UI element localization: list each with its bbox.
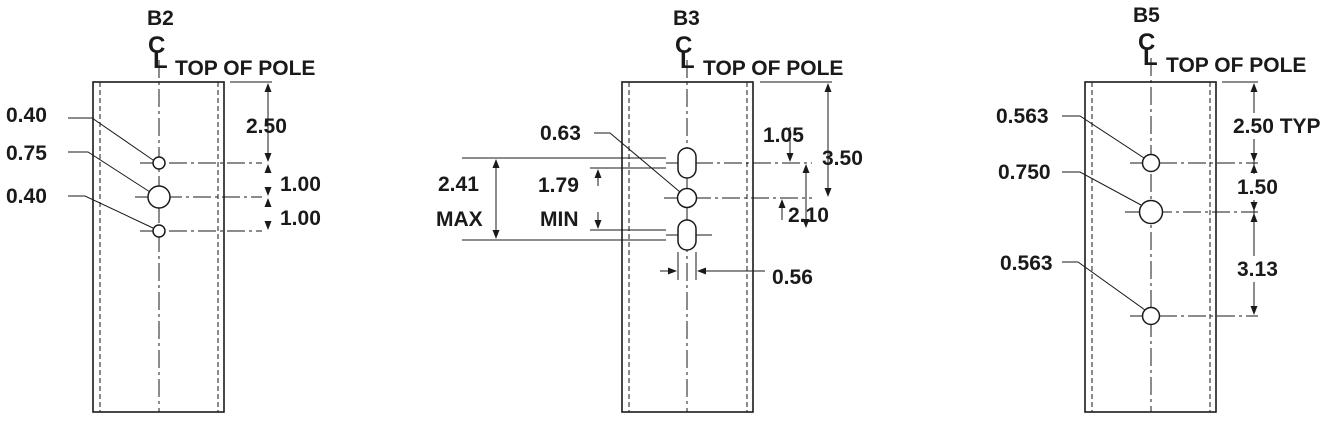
diagram-b2: B2 C L TOP OF POLE 2.50 1.00 1.00 0.40 0… (6, 7, 321, 413)
b2-hole (152, 156, 166, 170)
b2-leader-line (68, 151, 151, 193)
b3-dimension: 2.10 (788, 204, 829, 227)
b5-dim-text-gap (1236, 256, 1272, 282)
b3-arrowhead (786, 153, 794, 162)
b5-dimension: 1.50 (1237, 176, 1278, 199)
b5-hole (1138, 199, 1164, 225)
b5-arrowhead (1250, 306, 1258, 315)
b2-hole (152, 224, 166, 238)
b5-arrowhead (1250, 164, 1258, 173)
b3-arrowhead (594, 169, 602, 178)
b2-arrowhead (264, 198, 272, 207)
b3-hole (676, 187, 698, 209)
b2-dimension: 2.50 (246, 115, 287, 138)
b3-arrowhead (668, 267, 677, 275)
b2-leader-line (68, 195, 154, 229)
b2-leader-line (68, 117, 154, 161)
b2-hole (147, 185, 171, 209)
b5-centerline-symbol-l: L (1143, 44, 1158, 71)
b3-slot-gap-value: 1.79 (538, 174, 579, 197)
b3-slot (677, 147, 697, 179)
b5-arrowhead (1250, 202, 1258, 211)
b2-centerline-symbol: C (148, 32, 165, 59)
b3-arrowhead (778, 199, 786, 208)
b2-dimension: 1.00 (280, 173, 321, 196)
b3-slot-span-note: MAX (436, 208, 483, 231)
b3-hole-diameter: 0.63 (540, 122, 581, 145)
b5-hole (1141, 153, 1161, 173)
b3-arrowhead (802, 219, 810, 228)
b3-leader-line (594, 132, 681, 193)
b3-label: B3 (673, 7, 700, 30)
b5-hole-diameter: 0.563 (1000, 252, 1053, 275)
b2-hole-diameter: 0.40 (6, 104, 47, 127)
b5-dimension: 2.50 TYP (1233, 115, 1321, 138)
b3-arrowhead (802, 164, 810, 173)
b2-hole-diameter: 0.75 (6, 142, 47, 165)
b3-arrowhead (824, 83, 832, 92)
b3-arrowhead (824, 188, 832, 197)
b3-slot-width-value: 0.56 (772, 266, 813, 289)
b3-slot (677, 219, 697, 251)
b3-slot-gap-note: MIN (540, 208, 579, 231)
b5-hole-diameter: 0.750 (998, 161, 1051, 184)
b5-centerline-symbol: C (1138, 29, 1155, 56)
b5-leader-line (1062, 261, 1146, 311)
b2-arrowhead (264, 153, 272, 162)
b2-label: B2 (147, 7, 174, 30)
b5-dimension: 3.13 (1237, 258, 1278, 281)
b5-leader-line (1062, 171, 1142, 206)
b2-centerline-symbol-l: L (153, 47, 168, 74)
b2-dimension: 1.00 (280, 207, 321, 230)
b2-arrowhead (264, 164, 272, 173)
b5-dim-text-gap (1232, 113, 1326, 139)
b3-arrowhead (492, 159, 500, 168)
b3-arrowhead (594, 220, 602, 229)
b5-arrowhead (1250, 153, 1258, 162)
b5-label: B5 (1133, 4, 1160, 27)
b5-top-of-pole-label: TOP OF POLE (1166, 54, 1306, 77)
b5-leader-line (1062, 115, 1145, 159)
diagram-b5: B5 C L TOP OF POLE 2.50 TYP 1.50 3.13 0.… (996, 4, 1326, 413)
b5-dim-text-gap (1236, 174, 1272, 200)
b2-arrowhead (264, 83, 272, 92)
b2-arrowhead (264, 221, 272, 230)
b5-hole-diameter: 0.563 (996, 105, 1049, 128)
b2-hole-diameter: 0.40 (6, 185, 47, 208)
b2-arrowhead (264, 187, 272, 196)
b2-top-of-pole-label: TOP OF POLE (175, 57, 315, 80)
b3-dimension: 1.05 (763, 124, 804, 147)
b3-arrowhead (697, 267, 706, 275)
b3-centerline-symbol: C (675, 32, 692, 59)
b3-arrowhead (492, 230, 500, 239)
b5-arrowhead (1250, 213, 1258, 222)
b3-slot-span-value: 2.41 (438, 173, 479, 196)
b5-hole (1141, 306, 1161, 326)
diagram-b3: B3 C L TOP OF POLE 3.50 1.05 2.10 (436, 7, 863, 413)
b3-dimension: 3.50 (822, 147, 863, 170)
b3-top-of-pole-label: TOP OF POLE (703, 57, 843, 80)
b5-arrowhead (1250, 83, 1258, 92)
